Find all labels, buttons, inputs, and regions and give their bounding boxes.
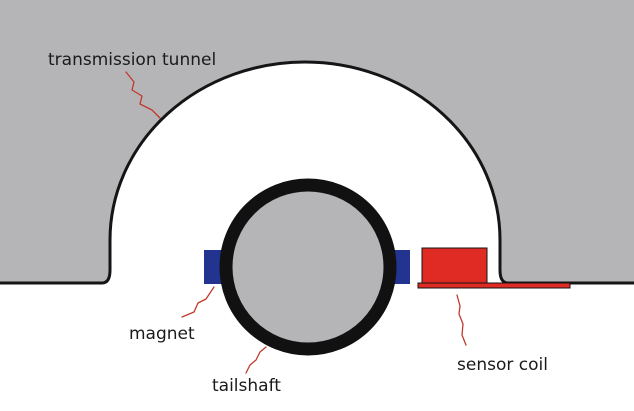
leader-transmission-tunnel: [125, 71, 161, 119]
sensor-coil-bracket: [417, 282, 571, 289]
magnet-right: [393, 250, 410, 284]
vehicle-floor-body: [0, 0, 634, 283]
leader-tailshaft: [245, 346, 267, 374]
transmission-tunnel-outline: [0, 60, 634, 285]
label-sensor-coil: sensor coil: [457, 355, 548, 375]
leader-magnet: [181, 286, 215, 318]
magnet-left: [204, 250, 222, 284]
label-magnet: magnet: [129, 324, 195, 344]
label-tailshaft: tailshaft: [212, 376, 281, 396]
sensor-coil: [421, 247, 488, 286]
tailshaft: [219, 178, 397, 356]
label-transmission-tunnel: transmission tunnel: [48, 50, 216, 70]
leader-sensor-coil: [456, 294, 467, 346]
